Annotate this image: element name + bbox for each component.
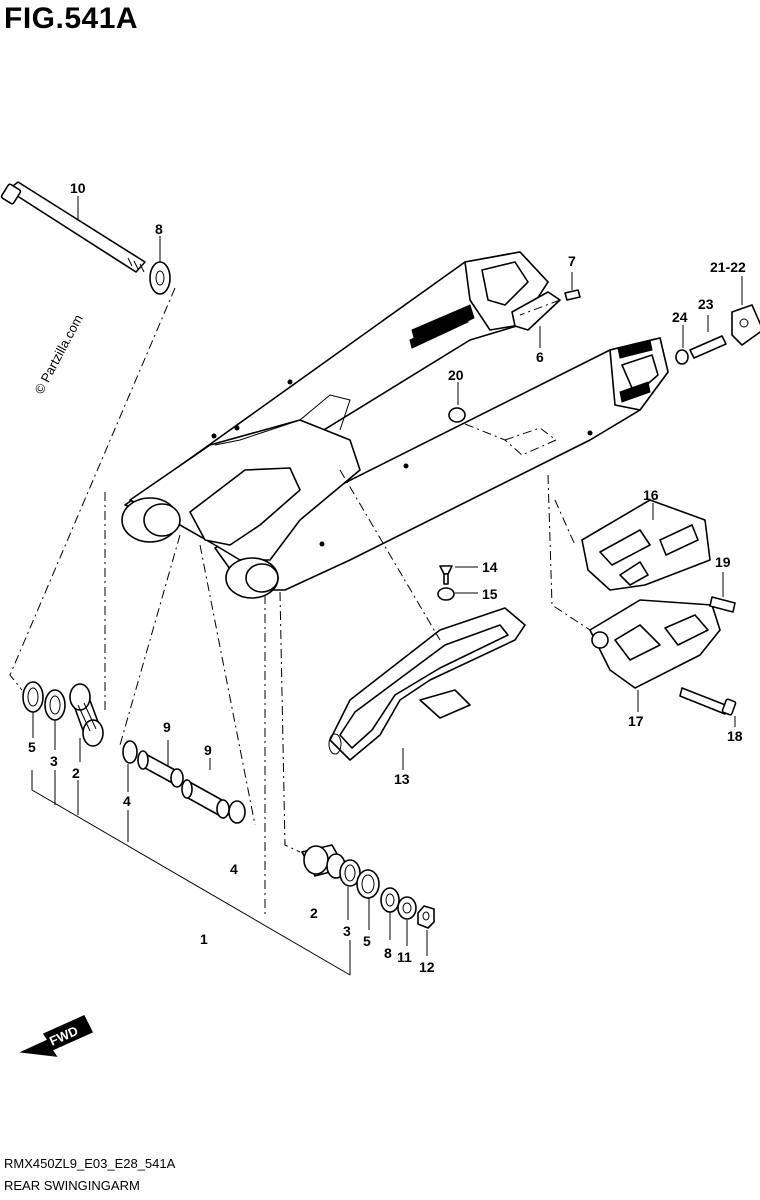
callout-13: 13	[394, 771, 410, 787]
callout-1: 1	[200, 931, 208, 947]
washer-4	[122, 740, 138, 764]
callout-3-right: 3	[343, 923, 351, 939]
nut-12	[417, 905, 435, 929]
washer-3-left	[44, 689, 66, 721]
collar-9b	[181, 779, 230, 819]
washer-3-right	[339, 859, 361, 887]
callout-24: 24	[672, 309, 688, 325]
washer-8-top	[149, 261, 171, 295]
bolt-19	[709, 596, 736, 613]
seal-4-center	[228, 800, 246, 824]
chain-slider-13	[328, 607, 526, 761]
callouts: 1 2 2 3 3 4 4 5 5 6 7 8 8 9 9 10 11 12 1…	[28, 180, 746, 975]
callout-11: 11	[397, 949, 412, 965]
callout-7: 7	[568, 253, 576, 269]
callout-4-center: 4	[230, 861, 238, 877]
chain-guide-17	[589, 599, 721, 689]
swingarm-body	[121, 251, 669, 599]
screw-7	[564, 289, 581, 301]
callout-2-right: 2	[310, 905, 318, 921]
callout-9a: 9	[163, 719, 171, 735]
callout-3-left: 3	[50, 753, 58, 769]
chain-guide-16	[581, 499, 711, 591]
callout-19: 19	[715, 554, 731, 570]
callout-21-22: 21-22	[710, 259, 746, 275]
chain-adjuster-21-22	[731, 304, 760, 346]
callout-17: 17	[628, 713, 644, 729]
bolt-18	[679, 687, 729, 715]
callout-4-left: 4	[123, 793, 131, 809]
diagram-name: REAR SWINGINGARM	[4, 1178, 140, 1193]
callout-18: 18	[727, 728, 743, 744]
callout-5-left: 5	[28, 739, 36, 755]
callout-8-right: 8	[384, 945, 392, 961]
washer-8-right	[380, 887, 400, 913]
callout-16: 16	[643, 487, 659, 503]
callout-10: 10	[70, 180, 86, 196]
adjuster-bolt-23	[689, 335, 727, 359]
seal-5-left	[22, 681, 44, 713]
bearing-2-left	[69, 683, 104, 747]
nut-24	[675, 349, 689, 365]
watermark: © Partzilla.com	[31, 312, 85, 396]
bearing-2-right	[301, 844, 346, 879]
washer-11	[397, 896, 417, 920]
figure-title: FIG.541A	[4, 2, 139, 35]
assembly-lines	[9, 287, 591, 915]
pivot-shaft-bolt	[0, 181, 146, 273]
callout-2-left: 2	[72, 765, 80, 781]
collar-9a	[137, 750, 184, 788]
callout-23: 23	[698, 296, 714, 312]
leader-lines	[31, 196, 743, 976]
part-6	[511, 291, 561, 331]
callout-12: 12	[419, 959, 435, 975]
callout-20: 20	[448, 367, 464, 383]
callout-5-right: 5	[363, 933, 371, 949]
callout-9b: 9	[204, 742, 212, 758]
callout-15: 15	[482, 586, 498, 602]
callout-6: 6	[536, 349, 544, 365]
part-20	[448, 407, 466, 423]
screw-14	[439, 565, 453, 575]
diagram-code: RMX450ZL9_E03_E28_541A	[4, 1156, 176, 1171]
seal-5-right	[356, 869, 380, 899]
callout-8-top: 8	[155, 221, 163, 237]
washer-15	[437, 587, 455, 601]
callout-14: 14	[482, 559, 498, 575]
fwd-arrow-icon: FWD	[19, 1015, 94, 1057]
